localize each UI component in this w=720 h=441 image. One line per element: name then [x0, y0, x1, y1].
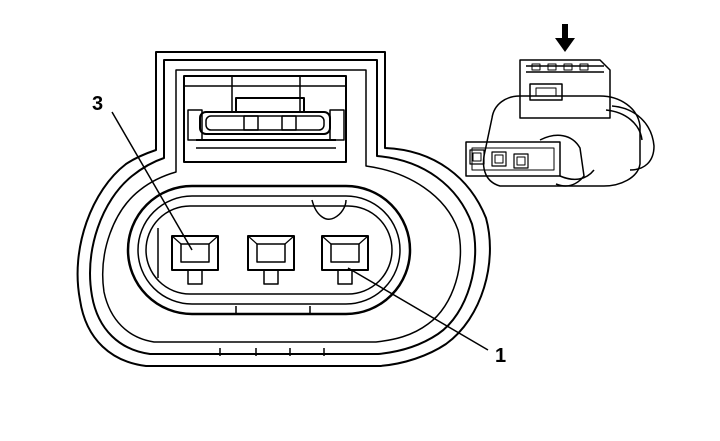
connector-isometric-view — [465, 59, 655, 187]
terminal-pin-2 — [247, 235, 295, 285]
bottom-tick-marks — [219, 348, 325, 356]
connector-shell — [76, 51, 491, 367]
leader-line-pin-3 — [111, 111, 193, 251]
terminal-pin-1 — [321, 235, 369, 285]
terminal-pin-3 — [171, 235, 219, 285]
arrow-down-icon — [555, 24, 575, 52]
terminal-cavity — [126, 184, 412, 316]
leader-line-pin-1 — [347, 267, 489, 351]
latch-housing — [183, 75, 347, 163]
pin-3-callout: 3 — [92, 93, 104, 115]
pin-1-callout: 1 — [495, 345, 507, 367]
